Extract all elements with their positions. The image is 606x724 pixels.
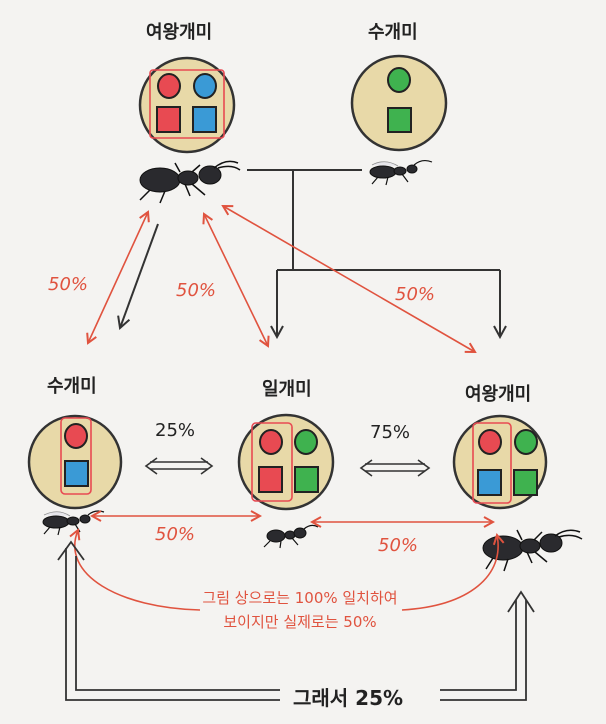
green-gene-icon bbox=[513, 469, 538, 496]
worker-queen-relation: 75% bbox=[370, 422, 411, 443]
male-worker-bottom-percent: 50% bbox=[155, 524, 196, 545]
worker-label: 일개미 bbox=[262, 379, 312, 400]
male-worker-relation: 25% bbox=[155, 420, 196, 441]
queen-ant-icon bbox=[139, 160, 241, 204]
descent-lines bbox=[120, 169, 500, 337]
queen-top-genome bbox=[138, 56, 236, 154]
male-top-label: 수개미 bbox=[368, 22, 418, 43]
annotation-line-1: 그림 상으로는 100% 일치하여 bbox=[202, 589, 398, 607]
queen-queen-percent: 50% bbox=[395, 284, 436, 305]
blue-gene-icon bbox=[192, 106, 217, 133]
queen-top-label: 여왕개미 bbox=[146, 22, 213, 43]
green-gene-icon bbox=[294, 429, 318, 455]
male-bottom-genome bbox=[27, 414, 123, 510]
blue-gene-icon bbox=[64, 460, 89, 487]
relatedness-arrows bbox=[75, 516, 498, 611]
red-gene-icon bbox=[157, 73, 181, 99]
green-gene-icon bbox=[387, 67, 411, 93]
red-gene-icon bbox=[258, 466, 283, 493]
green-gene-icon bbox=[294, 466, 319, 493]
queen-bottom-label: 여왕개미 bbox=[465, 384, 532, 405]
male-top-genome bbox=[350, 54, 448, 152]
male-bottom-label: 수개미 bbox=[47, 376, 97, 397]
conclusion-text: 그래서 25% bbox=[293, 686, 404, 710]
queen-worker-percent: 50% bbox=[176, 280, 217, 301]
worker-ant-icon bbox=[263, 524, 319, 549]
blue-gene-icon bbox=[193, 73, 217, 99]
red-gene-icon bbox=[156, 106, 181, 133]
relatedness-arrows bbox=[88, 206, 475, 352]
green-gene-icon bbox=[514, 429, 538, 455]
worker-queen-bottom-percent: 50% bbox=[378, 535, 419, 556]
annotation-line-2: 보이지만 실제로는 50% bbox=[223, 613, 377, 631]
red-gene-icon bbox=[478, 429, 502, 455]
red-gene-icon bbox=[64, 423, 88, 449]
worker-genome bbox=[237, 413, 335, 511]
queen-bottom-genome bbox=[452, 414, 548, 510]
conclusion-bracket bbox=[57, 540, 535, 701]
blue-gene-icon bbox=[477, 469, 502, 496]
annotation-note: 그림 상으로는 100% 일치하여 보이지만 실제로는 50% bbox=[180, 586, 420, 634]
queen-male-percent: 50% bbox=[48, 274, 89, 295]
male-ant-icon bbox=[42, 510, 105, 536]
red-gene-icon bbox=[259, 429, 283, 455]
green-gene-icon bbox=[387, 107, 412, 133]
double-arrow-icon bbox=[359, 459, 431, 477]
double-arrow-icon bbox=[144, 457, 214, 475]
male-ant-icon bbox=[369, 159, 433, 186]
